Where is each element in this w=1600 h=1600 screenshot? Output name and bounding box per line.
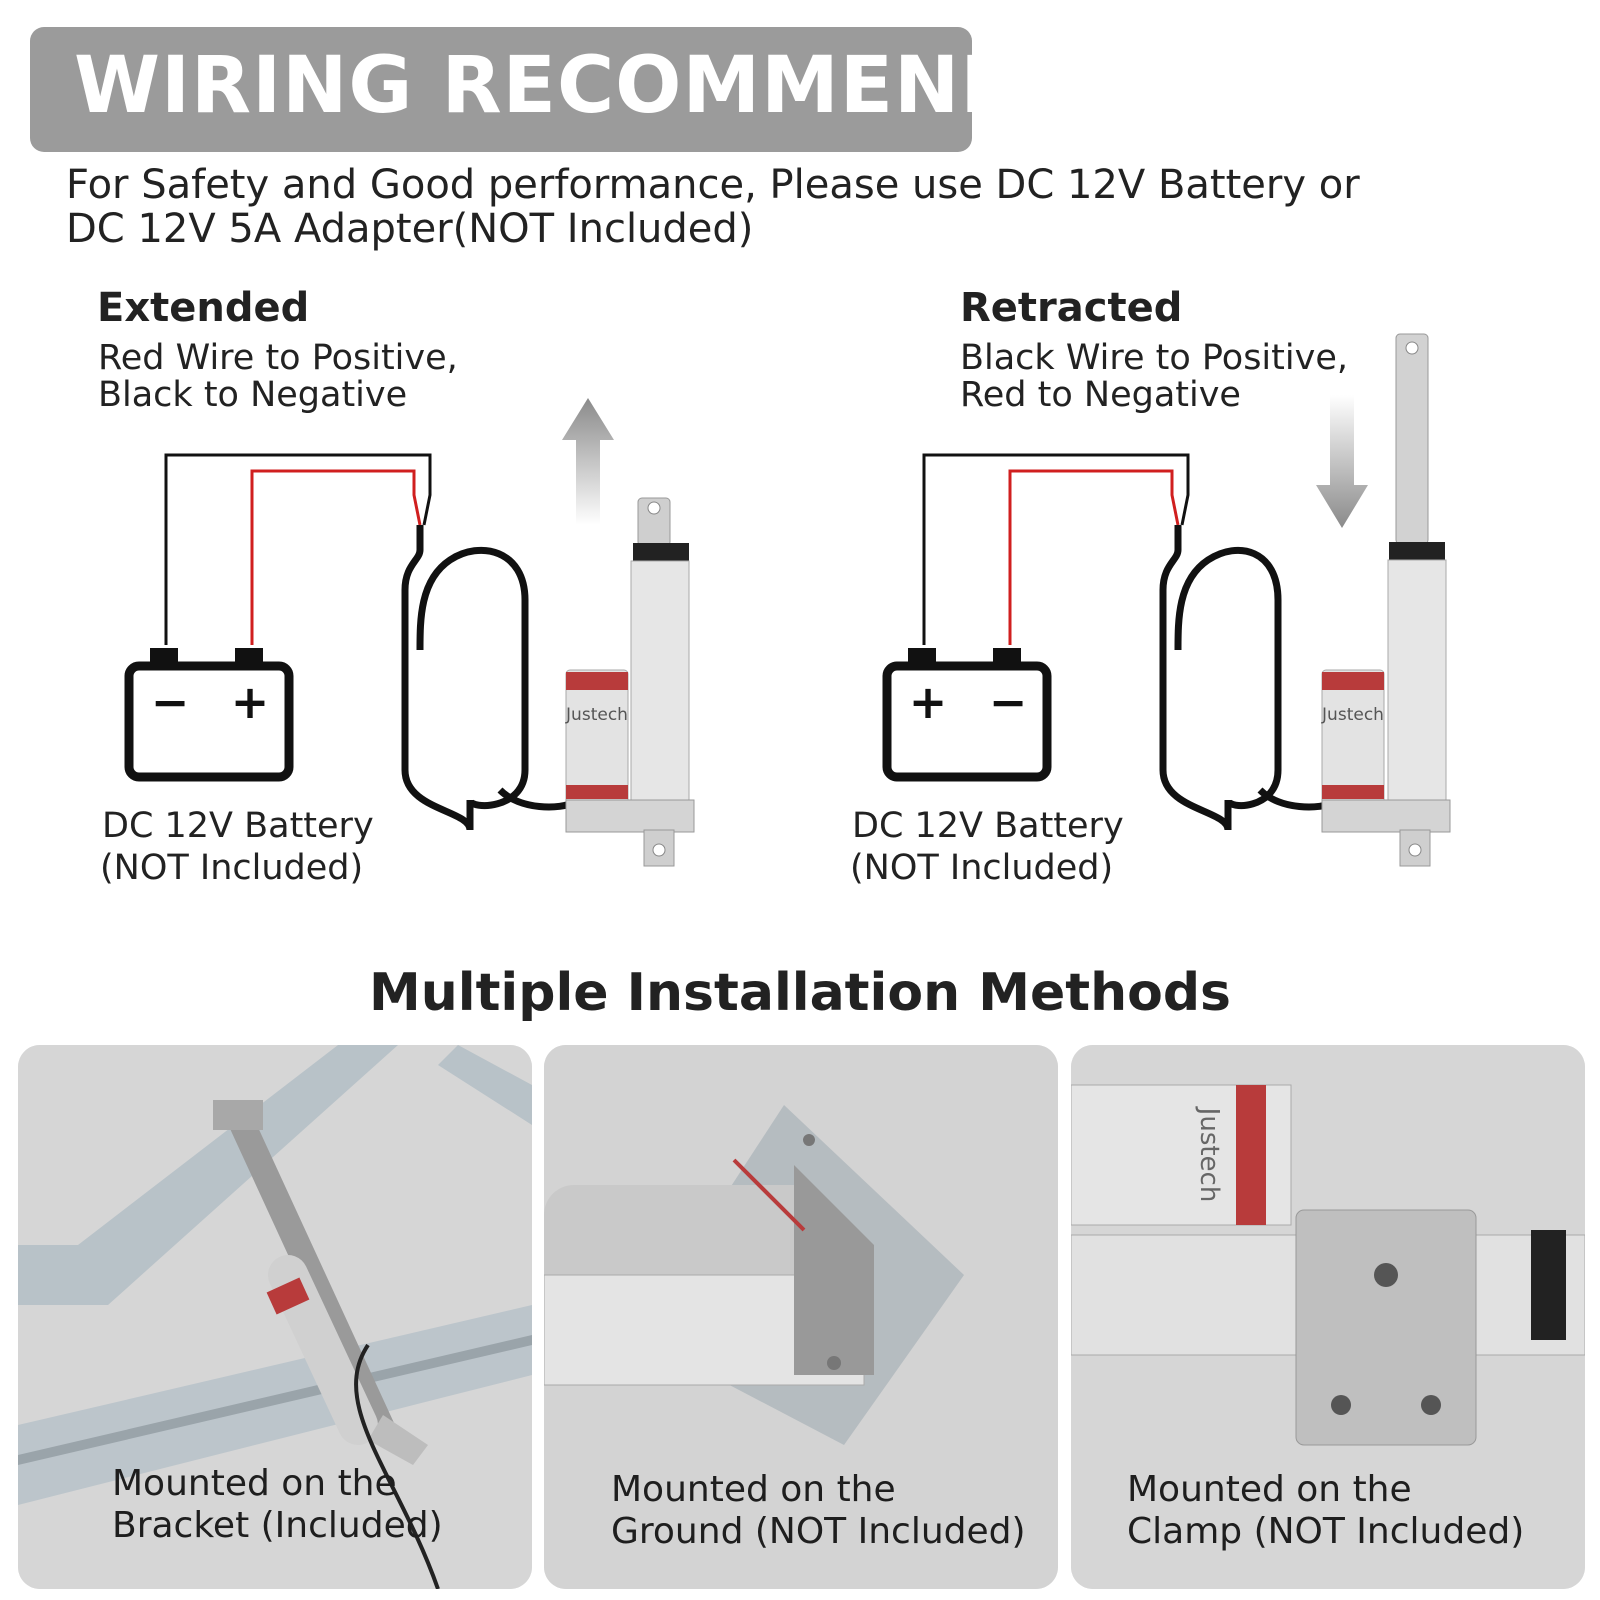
retracted-title: Retracted: [960, 285, 1183, 331]
brand-label: Justech: [1321, 705, 1384, 725]
extended-desc-line1: Red Wire to Positive,: [98, 338, 458, 378]
retracted-battery-line2: (NOT Included): [850, 848, 1114, 888]
extended-battery-line1: DC 12V Battery: [102, 806, 374, 846]
battery-icon: + −: [882, 648, 1052, 782]
caption-bracket-line1: Mounted on the: [112, 1463, 397, 1504]
red-wire: [1008, 469, 1180, 645]
bracket-mount-image: [18, 1045, 532, 1589]
retracted-battery-line1: DC 12V Battery: [852, 806, 1124, 846]
header-banner: WIRING RECOMMEND: [30, 27, 1025, 152]
black-wire: [922, 453, 1190, 645]
extended-title: Extended: [97, 285, 310, 331]
safety-note: For Safety and Good performance, Please …: [66, 163, 1466, 251]
clamp-mount-image: Justech: [1071, 1045, 1585, 1589]
arrow-down-icon: [1316, 395, 1368, 528]
linear-actuator-image: Justech: [1321, 333, 1451, 867]
red-wire: [250, 469, 422, 645]
brand-label: Justech: [565, 705, 628, 725]
battery-icon: − +: [124, 648, 294, 782]
extended-battery-line2: (NOT Included): [100, 848, 364, 888]
power-cable: [401, 525, 529, 831]
black-wire: [164, 453, 432, 645]
ground-mount-image: [544, 1045, 1058, 1589]
page-title: WIRING RECOMMEND: [74, 41, 1027, 131]
caption-clamp-line1: Mounted on the: [1127, 1469, 1412, 1510]
power-cable: [1159, 525, 1282, 831]
battery-right-sign: +: [231, 675, 270, 729]
safety-note-line1: For Safety and Good performance, Please …: [66, 162, 1360, 208]
battery-left-sign: −: [151, 675, 190, 729]
retracted-wiring-diagram: + − Justech: [882, 333, 1451, 867]
installation-title: Multiple Installation Methods: [368, 963, 1231, 1023]
clamp-brand-label: Justech: [1194, 1106, 1224, 1203]
caption-bracket-line2: Bracket (Included): [112, 1505, 443, 1546]
battery-left-sign: +: [909, 675, 948, 729]
photo-card-ground: Mounted on the Ground (NOT Included): [544, 1045, 1058, 1589]
photo-card-bracket: Mounted on the Bracket (Included): [18, 1045, 532, 1589]
caption-ground-line2: Ground (NOT Included): [611, 1511, 1026, 1552]
safety-note-line2: DC 12V 5A Adapter(NOT Included): [66, 206, 754, 252]
arrow-up-icon: [562, 398, 614, 525]
linear-actuator-image: Justech: [565, 497, 695, 867]
battery-right-sign: −: [989, 675, 1028, 729]
caption-clamp-line2: Clamp (NOT Included): [1127, 1511, 1525, 1552]
photo-card-clamp: Justech Mounted on the Clamp (NOT Includ…: [1071, 1045, 1585, 1589]
caption-ground-line1: Mounted on the: [611, 1469, 896, 1510]
retracted-desc-line2: Red to Negative: [960, 375, 1241, 415]
extended-desc-line2: Black to Negative: [98, 375, 408, 415]
retracted-desc-line1: Black Wire to Positive,: [960, 338, 1348, 378]
extended-wiring-diagram: − + Justech: [124, 398, 695, 867]
